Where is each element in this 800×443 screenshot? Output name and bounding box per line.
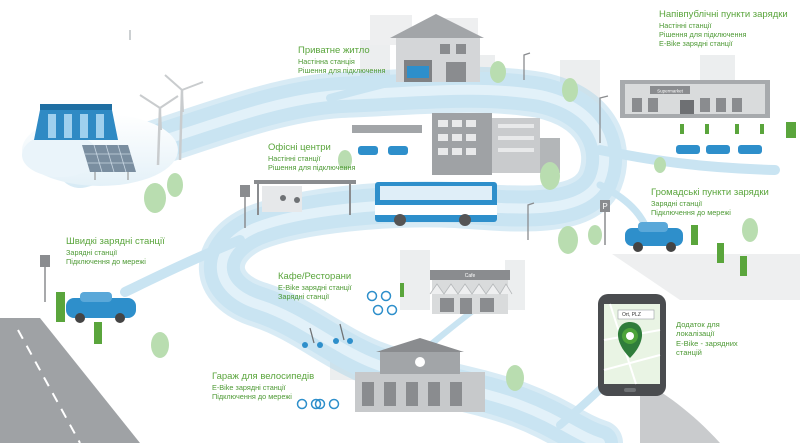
label-offices-line-1: Настінні станції bbox=[268, 153, 321, 163]
private-house bbox=[370, 14, 506, 83]
label-bike-garage-line-2: Підключення до мережі bbox=[212, 391, 292, 401]
label-semi-public: Напівпублічні пункти зарядки Настінні ст… bbox=[659, 9, 788, 48]
label-offices-line-2: Рішення для підключення bbox=[268, 162, 356, 172]
label-offices-title: Офісні центри bbox=[268, 142, 331, 153]
label-semi-public-title: Напівпублічні пункти зарядки bbox=[659, 9, 788, 20]
label-public-line-1: Зарядні станції bbox=[651, 198, 703, 208]
label-cafe-line-1: E-Bike зарядні станції bbox=[278, 282, 352, 292]
label-app-line-2: локалізації bbox=[676, 329, 715, 339]
label-offices: Офісні центри Настінні станції Рішення д… bbox=[268, 142, 355, 172]
electric-bus bbox=[375, 182, 497, 226]
label-fast-charging: Швидкі зарядні станції Зарядні станції П… bbox=[66, 236, 165, 266]
label-app: Додаток для локалізації E-Bike - зарядни… bbox=[676, 320, 738, 358]
office-centre bbox=[352, 113, 560, 190]
fast-charging bbox=[0, 255, 169, 443]
label-cafe-title: Кафе/Ресторани bbox=[278, 271, 352, 282]
solar-panels bbox=[82, 144, 136, 180]
label-public-line-2: Підключення до мережі bbox=[651, 207, 731, 217]
label-fast-charging-line-2: Підключення до мережі bbox=[66, 256, 146, 266]
trees bbox=[144, 150, 666, 245]
label-fast-charging-title: Швидкі зарядні станції bbox=[66, 236, 165, 247]
label-semi-public-line-1: Настінні станції bbox=[659, 20, 712, 30]
label-app-line-3: E-Bike - зарядних bbox=[676, 338, 738, 348]
street-lamps bbox=[523, 52, 609, 240]
power-generation bbox=[22, 30, 204, 186]
label-semi-public-line-3: E-Bike зарядні станції bbox=[659, 39, 733, 49]
parking-sign: P bbox=[602, 202, 607, 211]
smartphone-hand bbox=[598, 294, 720, 443]
label-private-housing-line-1: Настінна станція bbox=[298, 56, 355, 66]
label-cafe: Кафе/Ресторани E-Bike зарядні станції За… bbox=[278, 271, 352, 301]
supermarket: Supermarket bbox=[562, 78, 796, 154]
label-app-line-1: Додаток для bbox=[676, 320, 720, 329]
cafe-sign: Cafe bbox=[465, 273, 476, 279]
label-fast-charging-line-1: Зарядні станції bbox=[66, 247, 118, 257]
label-bike-garage-line-1: E-Bike зарядні станції bbox=[212, 382, 286, 392]
phone-search-text: Ort, PLZ bbox=[622, 312, 641, 318]
public-charging: P bbox=[558, 200, 800, 300]
wind-turbines bbox=[139, 74, 204, 166]
e-bikes bbox=[366, 290, 398, 316]
label-app-line-4: станцій bbox=[676, 348, 702, 358]
label-semi-public-line-2: Рішення для підключення bbox=[659, 29, 747, 39]
label-public: Громадські пункти зарядки Зарядні станці… bbox=[651, 187, 769, 217]
background-silhouettes bbox=[330, 40, 735, 380]
label-bike-garage-title: Гараж для велосипедів bbox=[212, 371, 315, 382]
label-private-housing-title: Приватне житло bbox=[298, 45, 370, 56]
bike-garage bbox=[296, 338, 524, 412]
label-cafe-line-2: Зарядні станції bbox=[278, 291, 330, 301]
label-public-title: Громадські пункти зарядки bbox=[651, 187, 769, 198]
label-private-housing: Приватне житло Настінна станція Рішення … bbox=[298, 45, 385, 75]
hydro-dam bbox=[34, 104, 118, 140]
label-private-housing-line-2: Рішення для підключення bbox=[298, 65, 386, 75]
cafe: Cafe bbox=[302, 270, 513, 348]
label-bike-garage: Гараж для велосипедів E-Bike зарядні ста… bbox=[212, 371, 314, 401]
supermarket-sign: Supermarket bbox=[657, 89, 684, 94]
bus-stop bbox=[240, 180, 356, 228]
